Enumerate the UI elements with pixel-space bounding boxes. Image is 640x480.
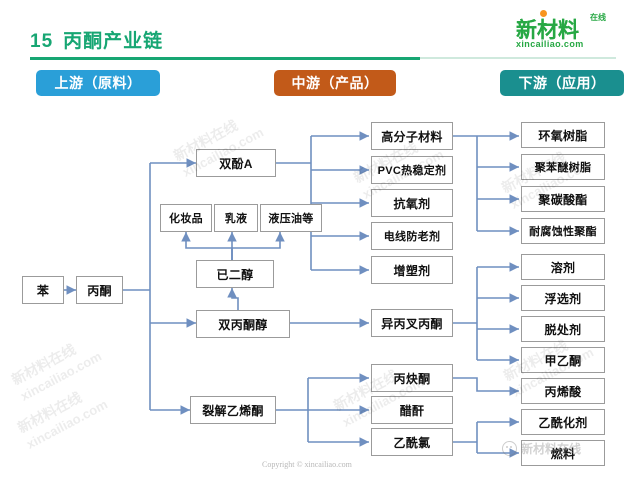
- stage-badge-downstream: 下游（应用）: [500, 70, 624, 96]
- node-mesityl-oxide[interactable]: 异丙叉丙酮: [371, 309, 453, 337]
- node-bisphenol-a[interactable]: 双酚A: [196, 149, 276, 177]
- node-corrosion-polyester[interactable]: 耐腐蚀性聚酯: [521, 218, 605, 244]
- logo-dot-icon: [540, 10, 547, 17]
- node-hexanediol[interactable]: 已二醇: [196, 260, 274, 288]
- node-stripping-agent[interactable]: 脱处剂: [521, 316, 605, 342]
- page-number: 15: [30, 31, 54, 52]
- node-polycarbonate[interactable]: 聚碳酸酯: [521, 186, 605, 212]
- node-acetone[interactable]: 丙酮: [76, 276, 123, 304]
- stage-badge-upstream: 上游（原料）: [36, 70, 160, 96]
- node-polymer-material[interactable]: 高分子材料: [371, 122, 453, 150]
- node-antioxidant[interactable]: 抗氧剂: [371, 189, 453, 217]
- node-acetic-anhydride[interactable]: 醋酐: [371, 396, 453, 424]
- logo-url-text: xincailiao.com: [516, 39, 584, 49]
- node-fuel[interactable]: 燃料: [521, 440, 605, 466]
- node-flotation-agent[interactable]: 浮选剂: [521, 285, 605, 311]
- node-mek[interactable]: 甲乙酮: [521, 347, 605, 373]
- copyright-text: Copyright © xincailiao.com: [262, 460, 352, 469]
- logo-sub-text: 在线: [590, 13, 606, 22]
- page-title: 15 丙酮产业链: [30, 26, 163, 53]
- node-benzene[interactable]: 苯: [22, 276, 64, 304]
- node-diacetone-alcohol[interactable]: 双丙酮醇: [196, 310, 290, 338]
- stage-badge-midstream: 中游（产品）: [274, 70, 396, 96]
- node-cracked-ketene[interactable]: 裂解乙烯酮: [190, 396, 276, 424]
- node-pvc-stabilizer[interactable]: PVC热稳定剂: [371, 156, 453, 184]
- node-acrylic-acid[interactable]: 丙烯酸: [521, 378, 605, 404]
- node-propynone[interactable]: 丙炔酮: [371, 364, 453, 392]
- logo-main-text: 新材料: [516, 19, 579, 42]
- page-title-text: 丙酮产业链: [63, 31, 164, 52]
- node-solvent[interactable]: 溶剂: [521, 254, 605, 280]
- title-divider-light: [420, 57, 616, 59]
- node-emulsion[interactable]: 乳液: [214, 204, 258, 232]
- node-acetylating-agent[interactable]: 乙酰化剂: [521, 409, 605, 435]
- node-hydraulic-oil[interactable]: 液压油等: [260, 204, 322, 232]
- node-epoxy-resin[interactable]: 环氧树脂: [521, 122, 605, 148]
- node-cosmetics[interactable]: 化妆品: [160, 204, 212, 232]
- node-wire-antiaging[interactable]: 电线防老剂: [371, 222, 453, 250]
- brand-logo: 新材料 在线 xincailiao.com: [516, 10, 628, 52]
- node-plasticizer[interactable]: 增塑剂: [371, 256, 453, 284]
- title-divider: [30, 57, 420, 60]
- node-acetyl-chloride[interactable]: 乙酰氯: [371, 428, 453, 456]
- node-ppo-resin[interactable]: 聚苯醚树脂: [521, 154, 605, 180]
